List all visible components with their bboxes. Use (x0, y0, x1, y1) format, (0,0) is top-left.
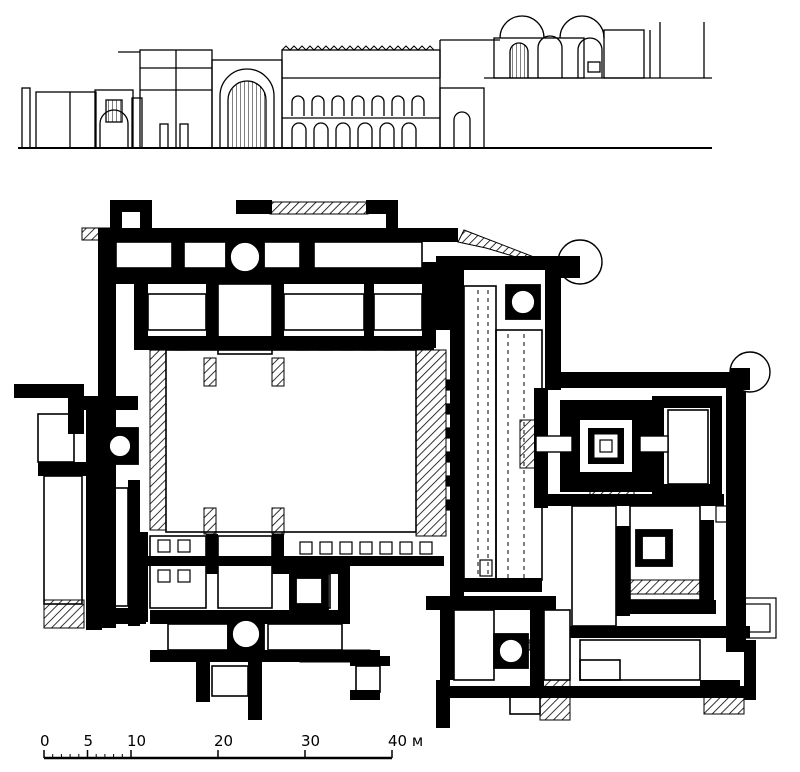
plan-dashed-aisles (477, 290, 525, 578)
plan-hatched-walls (43, 201, 745, 721)
scale-bar: 0 5 10 20 30 40 м (40, 732, 423, 760)
elevation-lower-arcade (291, 122, 417, 148)
plan-walls (14, 200, 756, 728)
central-courtyard (165, 349, 417, 533)
scale-tick-label: 30 (301, 732, 320, 750)
elevation-upper-arcade (291, 95, 425, 116)
scale-tick-label: 10 (127, 732, 146, 750)
courtyard-niches (149, 339, 459, 583)
scale-ticks: 0 5 10 20 30 40 м (40, 732, 423, 758)
domed-chambers (101, 237, 673, 669)
floor-plan (14, 200, 777, 728)
sanctuary-chamber (535, 412, 669, 480)
scale-tick-label: 0 (40, 732, 50, 750)
scale-tick-label: 5 (84, 732, 94, 750)
scale-tick-label: 20 (214, 732, 233, 750)
scale-tick-label: 40 м (388, 732, 423, 750)
elevation-drawing (18, 15, 712, 149)
